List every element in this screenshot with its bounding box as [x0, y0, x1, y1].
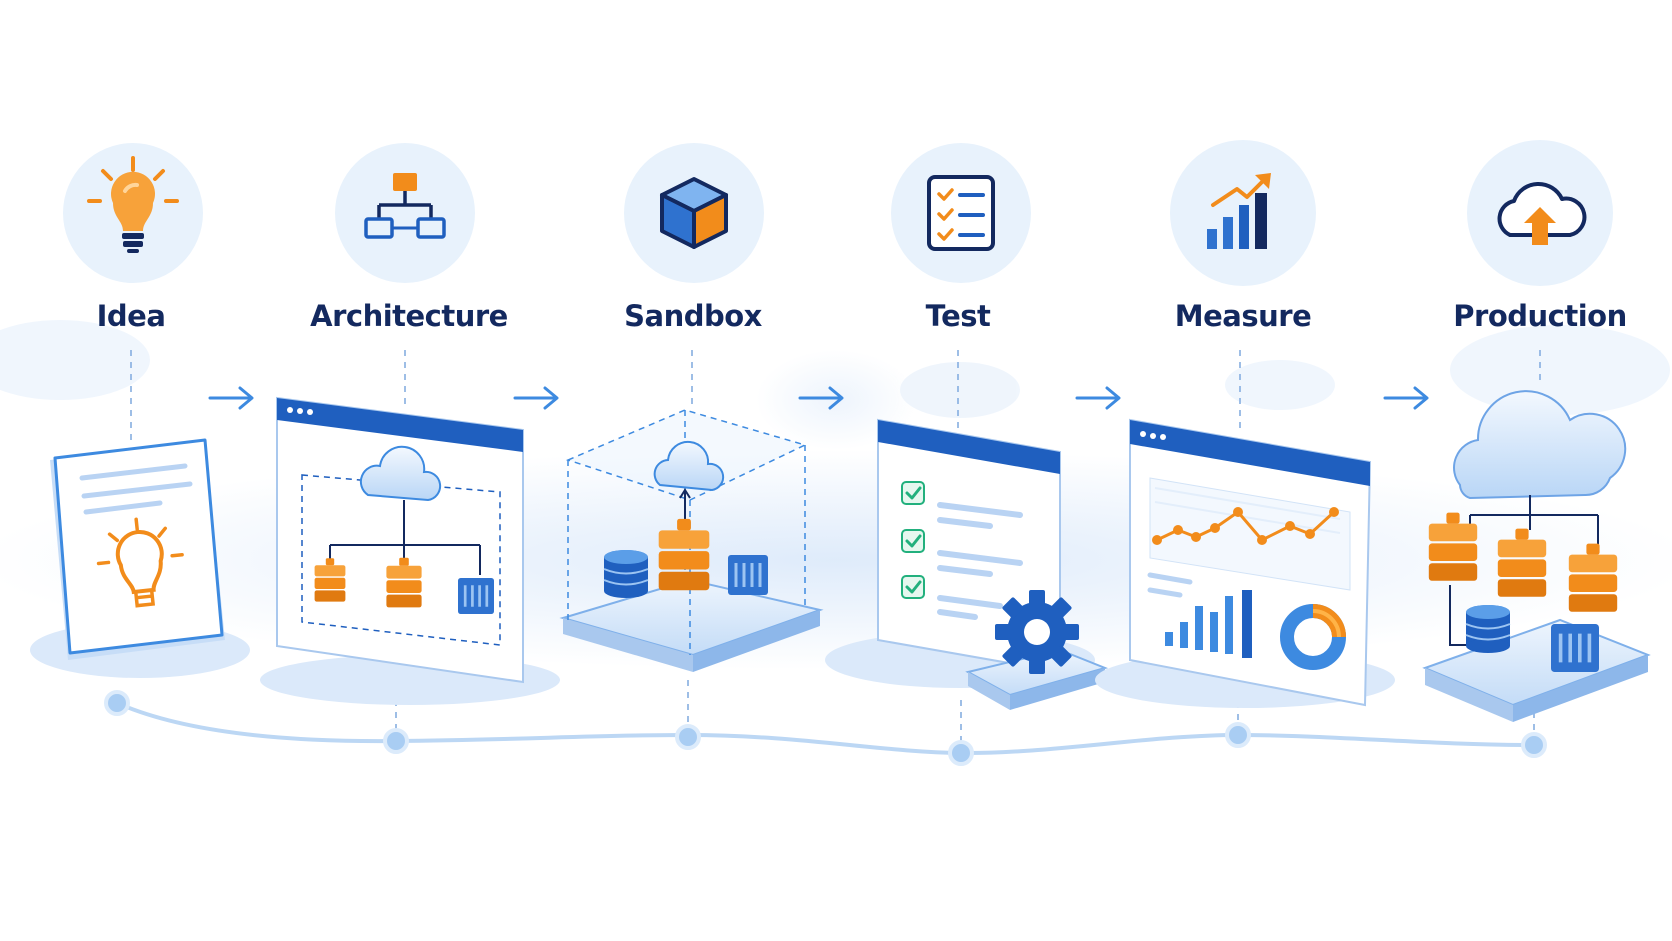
icon-circles: [63, 140, 1613, 286]
step-label-production: Production: [1453, 299, 1627, 333]
gear-icon: [995, 590, 1079, 674]
step-label-architecture: Architecture: [310, 299, 508, 333]
production-cloud-card: [1422, 390, 1651, 722]
measure-dashboard-card: [1095, 418, 1395, 708]
architecture-browser-card: [260, 396, 560, 705]
timeline: [104, 690, 1547, 766]
step-label-idea: Idea: [96, 299, 166, 333]
step-label-test: Test: [925, 299, 991, 333]
cloud-upload-icon: [1497, 181, 1587, 245]
ground-glow: [0, 450, 1672, 670]
step-arrows: [208, 386, 1429, 410]
lightbulb-icon: [87, 156, 179, 253]
test-checklist-card: [825, 418, 1109, 710]
sandbox-cube-card: [559, 409, 824, 672]
step-label-sandbox: Sandbox: [624, 299, 762, 333]
background-clouds: [0, 320, 1670, 450]
step-label-measure: Measure: [1174, 299, 1312, 333]
idea-document-card: [30, 438, 250, 678]
checklist-icon: [927, 175, 995, 251]
flowchart-icon: [364, 173, 446, 239]
rising-chart-icon: [1207, 173, 1271, 249]
cube-icon: [660, 177, 728, 249]
